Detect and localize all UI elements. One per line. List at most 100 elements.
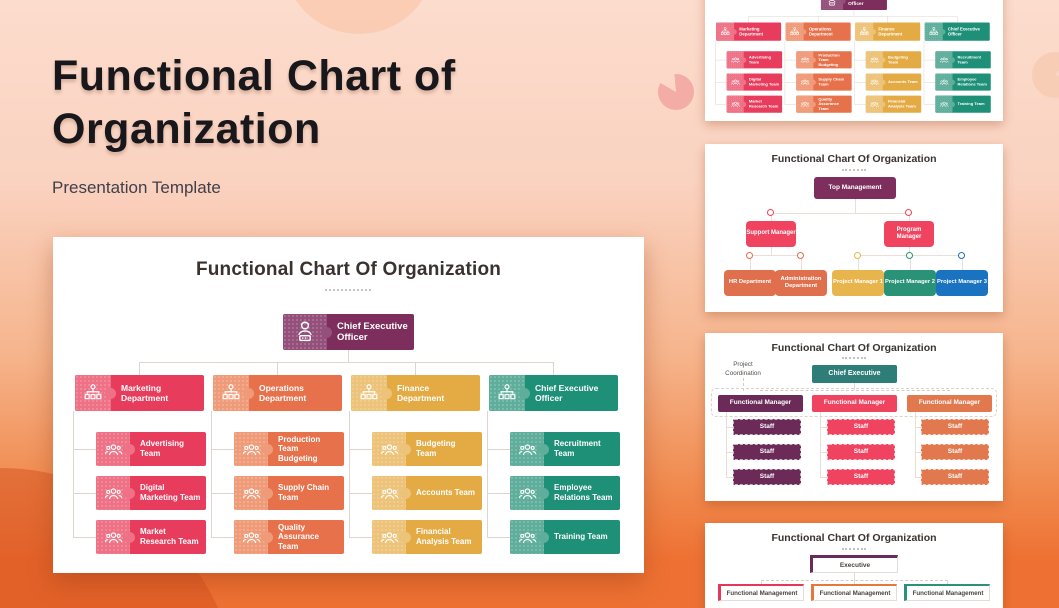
org-box-label: Financial Analysis Team xyxy=(887,99,916,109)
org-box-label: Chief Executive Officer xyxy=(848,0,884,7)
connector-dot xyxy=(854,252,861,259)
org-box-label: Quality Assurance Team xyxy=(818,96,840,112)
org-chart-main: Functional Chart Of Organization Chief E… xyxy=(53,237,644,573)
org-box-label: Marketing Department xyxy=(121,382,169,403)
connector-dot xyxy=(958,252,965,259)
connector-line xyxy=(73,493,96,494)
team-icon xyxy=(935,73,955,91)
connector-line xyxy=(748,16,749,23)
slide-title: Functional Chart Of Organization xyxy=(195,259,502,280)
org-box-label: Production Team Budgeting xyxy=(278,434,321,463)
org-box-label: Employee Relations Team xyxy=(957,77,988,87)
connector-line xyxy=(726,477,733,478)
org-box-label: Accounts Team xyxy=(887,79,918,85)
org-box-team: Financial Analysis Team xyxy=(372,520,482,554)
org-box-team: Employee Relations Team xyxy=(935,73,991,91)
connector-line xyxy=(854,383,855,390)
connector-line xyxy=(139,362,554,363)
ceo-person-icon xyxy=(820,0,846,10)
connector-line xyxy=(784,104,797,105)
connector-line xyxy=(820,452,827,453)
org-box-team: Supply Chain Team xyxy=(234,476,344,510)
hierarchy-icon xyxy=(716,22,737,41)
org-box-label: Chief Executive Officer xyxy=(337,320,408,343)
org-box-team: Financial Analysis Team xyxy=(865,95,922,113)
org-box-label: Employee Relations Team xyxy=(554,483,613,502)
dotted-divider xyxy=(325,289,371,291)
connector-line xyxy=(771,247,772,255)
team-icon xyxy=(935,95,955,113)
thumbnail-slide-2[interactable]: Functional Chart Of Organization Top Man… xyxy=(705,144,1003,312)
team-icon xyxy=(510,520,549,554)
connector-line xyxy=(853,9,855,16)
org-box-label: Chief Executive Officer xyxy=(535,382,599,403)
connector-line xyxy=(923,82,936,83)
team-icon xyxy=(865,73,886,91)
connector-line xyxy=(277,362,278,375)
hierarchy-icon xyxy=(489,375,530,411)
org-box-label: Finance Department xyxy=(397,382,445,403)
connector-line xyxy=(771,213,909,214)
team-icon xyxy=(726,95,747,113)
thumbnail-slide-4[interactable]: Functional Chart Of Organization Executi… xyxy=(705,523,1003,608)
connector-line xyxy=(211,411,212,537)
pie-chart-icon xyxy=(658,74,694,110)
connector-line xyxy=(915,427,921,428)
org-box-label: Marketing Department xyxy=(739,26,764,37)
org-box-staff: Staff xyxy=(733,444,801,460)
hero-section: Functional Chart of Organization Present… xyxy=(52,50,652,198)
org-box-manager: Program Manager xyxy=(884,221,934,247)
connector-line xyxy=(923,59,936,61)
connector-line xyxy=(854,40,855,105)
team-icon xyxy=(96,520,135,554)
org-box-team: Production Team Budgeting xyxy=(234,432,344,466)
org-box-team: Market Research Team xyxy=(726,95,783,113)
team-icon xyxy=(796,51,816,69)
team-icon xyxy=(865,95,886,113)
org-box-team: Budgeting Team xyxy=(372,432,482,466)
dashed-frame xyxy=(711,388,997,417)
connector-line xyxy=(957,16,958,23)
org-box-department: Operations Department xyxy=(213,375,342,411)
connector-line xyxy=(715,40,716,105)
org-box-team: Quality Assurance Team xyxy=(796,95,852,113)
page-title: Functional Chart of Organization xyxy=(52,50,652,156)
connector-line xyxy=(349,537,372,538)
connector-line xyxy=(743,378,744,391)
connector-line xyxy=(915,412,916,477)
org-box-team: Advertising Team xyxy=(726,51,783,69)
connector-line xyxy=(854,104,866,105)
page-title-line1: Functional Chart of xyxy=(52,52,456,100)
connector-line xyxy=(887,16,888,23)
connector-line xyxy=(854,82,866,83)
org-box-label: Operations Department xyxy=(259,382,307,403)
connector-line xyxy=(750,255,801,256)
connector-line xyxy=(820,412,821,477)
org-box-label: Operations Department xyxy=(808,26,833,37)
main-slide-preview[interactable]: Functional Chart Of Organization Chief E… xyxy=(53,237,644,573)
connector-line xyxy=(715,104,727,105)
connector-line xyxy=(915,452,921,453)
hierarchy-icon xyxy=(351,375,392,411)
thumbnail-slide-3[interactable]: Functional Chart Of Organization Project… xyxy=(705,333,1003,501)
org-box-department: Marketing Department xyxy=(716,22,782,41)
org-box-manager: Functional Manager xyxy=(718,395,803,412)
org-box-label: Recruitment Team xyxy=(957,55,982,65)
org-box-label: Quality Assurance Team xyxy=(278,522,319,551)
connector-line xyxy=(211,449,234,450)
org-chart-thumb: Functional Chart Of Organization Chief E… xyxy=(705,0,1003,121)
connector-line xyxy=(962,255,963,270)
org-box-staff: Staff xyxy=(733,419,801,435)
thumbnail-slide-1[interactable]: Functional Chart Of Organization Chief E… xyxy=(705,0,1003,121)
connector-line xyxy=(349,411,350,537)
team-icon xyxy=(372,432,411,466)
team-icon xyxy=(96,432,135,466)
connector-line xyxy=(349,493,372,494)
org-box-department: Project Manager 1 xyxy=(832,270,884,296)
org-box-team: Production Team Budgeting xyxy=(796,51,852,69)
annotation-label: Project Coordination xyxy=(725,361,761,377)
hierarchy-icon xyxy=(785,22,807,41)
org-box-staff: Staff xyxy=(827,469,895,485)
org-box-team: Employee Relations Team xyxy=(510,476,620,510)
